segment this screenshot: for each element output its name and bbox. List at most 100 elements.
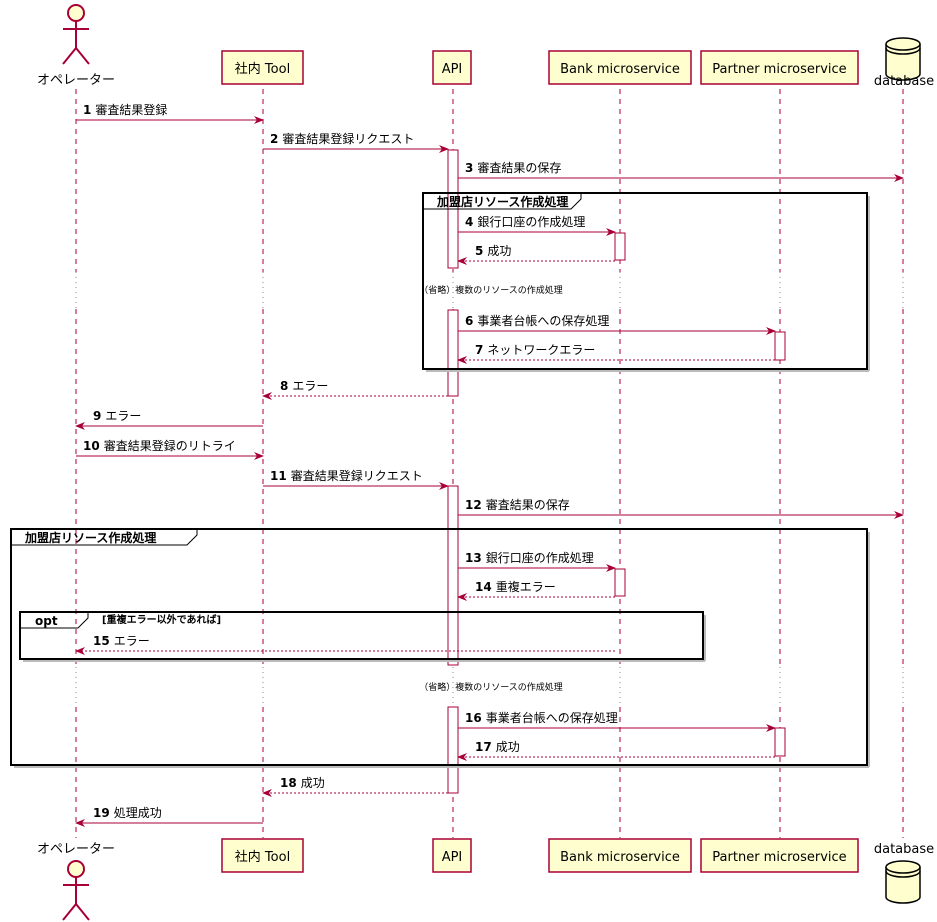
participant-box — [548, 50, 692, 85]
message-text: 処理成功 — [114, 806, 162, 820]
activation-bar-partner — [774, 331, 786, 361]
message-text: 審査結果登録リクエスト — [291, 468, 423, 483]
participant-operator-bottom: オペレーター — [37, 842, 115, 921]
frame-tab — [11, 529, 198, 546]
message-text: 成功 — [301, 776, 325, 790]
participant-box — [700, 838, 859, 873]
message-label: 3 審査結果の保存 — [465, 160, 561, 175]
message-number: 11 — [270, 469, 287, 483]
message-number: 14 — [475, 580, 492, 594]
participant-label: Bank microservice — [560, 62, 680, 77]
message-text: 重複エラー — [496, 579, 556, 594]
message-text: 銀行口座の作成処理 — [477, 214, 585, 229]
frame-border — [19, 611, 704, 660]
frame-guard: [重複エラー以外であれば] — [102, 613, 221, 626]
frame-border — [10, 528, 868, 766]
message-number: 19 — [93, 806, 110, 820]
participant-label: 社内 Tool — [235, 61, 290, 77]
participant-label: オペレーター — [37, 842, 115, 857]
frame-tab — [20, 612, 89, 629]
message-number: 18 — [280, 776, 297, 790]
message-number: 13 — [465, 551, 482, 565]
participant-api-bottom: API — [432, 838, 472, 873]
message-text: エラー — [105, 409, 141, 423]
participant-label: オペレーター — [37, 73, 115, 88]
actor-icon — [62, 4, 90, 65]
activation-bar-bank — [614, 232, 626, 261]
frame-title: 加盟店リソース作成処理 — [436, 194, 568, 209]
message-10: 10 審査結果登録のリトライ — [76, 438, 264, 460]
participant-label: Partner microservice — [712, 850, 846, 865]
message-1: 1 審査結果登録 — [76, 102, 264, 124]
message-number: 16 — [465, 711, 482, 725]
message-text: 審査結果の保存 — [486, 497, 570, 512]
message-label: 15 エラー — [93, 634, 150, 648]
participant-database-bottom: database — [874, 842, 934, 904]
participant-partner-top: Partner microservice — [700, 50, 859, 85]
message-19: 19 処理成功 — [75, 806, 263, 827]
message-number: 2 — [270, 132, 278, 146]
message-number: 7 — [475, 343, 483, 357]
group-frame: 加盟店リソース作成処理 — [422, 192, 870, 372]
message-text: 審査結果登録のリトライ — [104, 438, 236, 453]
participant-box — [548, 838, 692, 873]
participant-label: Partner microservice — [712, 62, 846, 77]
message-label: 13 銀行口座の作成処理 — [465, 550, 594, 565]
activation-bar-api — [447, 309, 459, 397]
message-text: 成功 — [487, 244, 511, 258]
participant-label: database — [874, 74, 934, 89]
opt-frame: opt [重複エラー以外であれば] — [19, 611, 706, 662]
message-label: 11 審査結果登録リクエスト — [270, 468, 423, 483]
message-text: 審査結果登録リクエスト — [282, 131, 414, 146]
message-text: エラー — [292, 379, 328, 393]
divider-label: （省略）複数のリソースの作成処理 — [419, 681, 563, 693]
activation-bar-api — [447, 706, 459, 794]
frame-title: 加盟店リソース作成処理 — [24, 530, 156, 545]
message-label: 1 審査結果登録 — [83, 102, 167, 117]
message-number: 9 — [93, 409, 101, 423]
message-label: 14 重複エラー — [475, 579, 556, 594]
message-number: 1 — [83, 103, 91, 117]
actor-icon — [62, 860, 90, 921]
message-13: 13 銀行口座の作成処理 — [458, 550, 616, 572]
frame-title: opt — [35, 614, 58, 628]
message-label: 9 エラー — [93, 409, 141, 423]
participant-box — [221, 838, 304, 873]
frame-border — [422, 192, 868, 370]
message-label: 2 審査結果登録リクエスト — [270, 131, 414, 146]
participant-operator-top: オペレーター — [37, 4, 115, 88]
message-number: 10 — [83, 439, 100, 453]
message-3: 3 審査結果の保存 — [458, 160, 904, 182]
message-text: ネットワークエラー — [487, 343, 595, 357]
participant-label: 社内 Tool — [235, 849, 290, 865]
participant-label: API — [442, 850, 463, 865]
participant-bank-top: Bank microservice — [548, 50, 692, 85]
participant-database-top: database — [874, 37, 934, 89]
message-text: エラー — [114, 634, 150, 648]
message-text: 審査結果の保存 — [477, 160, 561, 175]
message-15: 15 エラー — [75, 634, 615, 655]
message-14: 14 重複エラー — [457, 579, 615, 601]
participant-label: database — [874, 842, 934, 857]
message-number: 15 — [93, 634, 110, 648]
message-9: 9 エラー — [75, 409, 263, 430]
message-text: 審査結果登録 — [95, 102, 167, 117]
participant-partner-bottom: Partner microservice — [700, 838, 859, 873]
message-7: 7 ネットワークエラー — [457, 343, 775, 364]
message-text: 事業者台帳への保存処理 — [477, 313, 609, 328]
message-text: 銀行口座の作成処理 — [486, 550, 594, 565]
frame-tab — [423, 193, 582, 210]
message-number: 3 — [465, 161, 473, 175]
group-frame: 加盟店リソース作成処理 — [10, 528, 870, 768]
message-label: 10 審査結果登録のリトライ — [83, 438, 236, 453]
